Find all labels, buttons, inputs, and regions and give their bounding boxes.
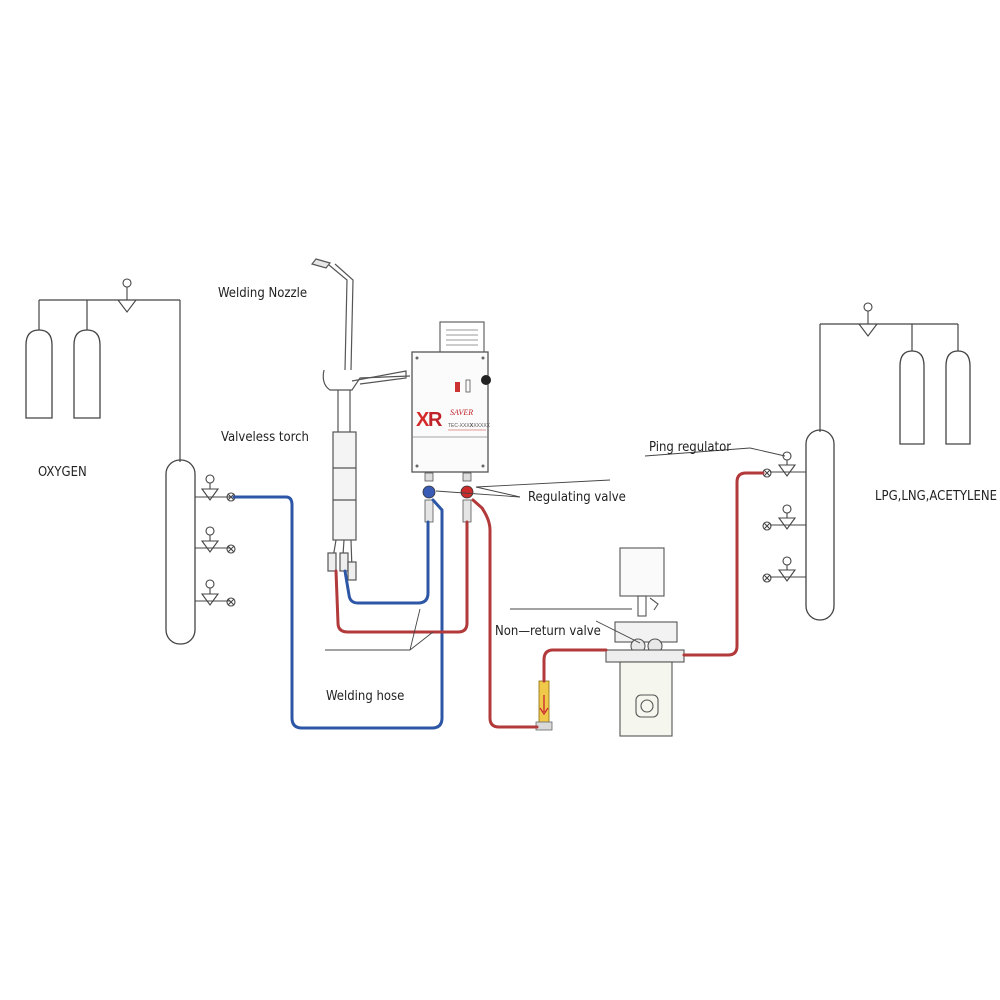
saver-unit: X R SAVER TEC-XXXX XXXXXX xyxy=(411,321,491,473)
fuel-outlet-valves xyxy=(762,451,806,583)
oxygen-hose xyxy=(232,495,444,730)
label-welding-nozzle: Welding Nozzle xyxy=(218,286,307,301)
label-lpg: LPG,LNG,ACETYLENE xyxy=(875,489,997,504)
fuel-cylinders xyxy=(899,350,971,445)
label-regulating-valve: Regulating valve xyxy=(528,490,626,505)
fuel-manifold-pipe xyxy=(819,323,959,432)
label-valveless-torch: Valveless torch xyxy=(221,430,309,445)
regulating-valve-fuel xyxy=(460,472,474,523)
saver-brand: SAVER xyxy=(450,408,473,417)
oxygen-outlet-valves xyxy=(195,474,236,607)
saver-model-right: XXXXXX xyxy=(470,423,491,429)
leader-lines xyxy=(325,447,786,651)
check-valve xyxy=(535,680,553,731)
flashback-arrestor-unit xyxy=(605,547,685,737)
label-oxygen: OXYGEN xyxy=(38,465,87,480)
fuel-hose xyxy=(334,471,765,729)
oxygen-cylinders xyxy=(25,329,101,419)
welding-torch xyxy=(310,258,411,581)
label-ping-regulator: Ping regulator xyxy=(649,440,731,455)
saver-logo-x: X xyxy=(416,409,430,431)
oxygen-manifold-pipe xyxy=(38,299,181,462)
label-non-return-valve: Non—return valve xyxy=(495,624,601,639)
regulating-valve-oxygen xyxy=(422,472,436,523)
saver-logo-r: R xyxy=(428,409,443,431)
label-welding-hose: Welding hose xyxy=(326,689,404,704)
oxygen-bus-tank xyxy=(165,459,196,645)
saver-model-left: TEC-XXXX xyxy=(448,423,474,429)
fuel-bus-tank xyxy=(805,429,835,621)
fuel-manifold-regulator xyxy=(857,302,879,337)
oxygen-manifold-regulator xyxy=(116,278,138,313)
